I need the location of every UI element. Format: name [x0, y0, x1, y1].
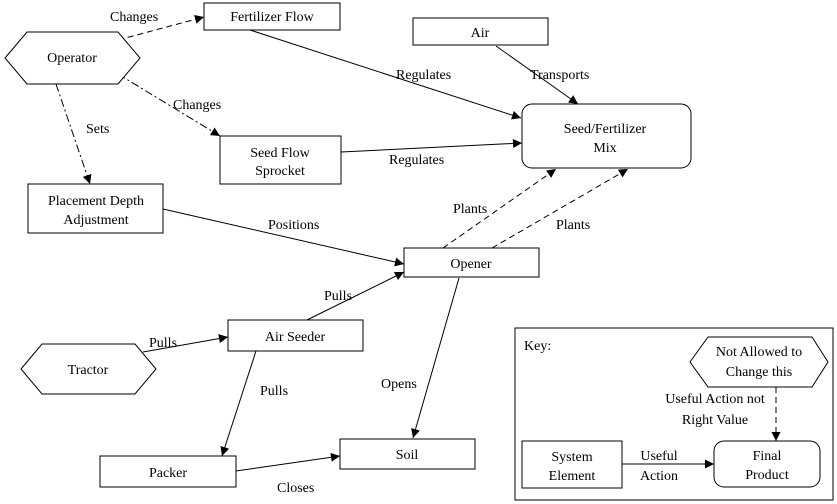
- edge-operator-fertilizer: [117, 14, 205, 41]
- node-packer-label: Packer: [149, 466, 187, 481]
- node-opener-label: Opener: [450, 257, 492, 272]
- edge-opener-soil: [411, 277, 460, 439]
- legend-system-element-line-1: System: [551, 450, 592, 465]
- nodes: Operator Fertilizer Flow Air Seed Flow S…: [4, 2, 692, 488]
- label-seeder-opener: Pulls: [324, 289, 352, 304]
- node-fertilizer-flow-label: Fertilizer Flow: [230, 10, 314, 25]
- node-seed-fertilizer-mix-line-1: Seed/Fertilizer: [564, 122, 647, 137]
- node-air-seeder-label: Air Seeder: [265, 330, 326, 345]
- edge-sprocket-mix: [340, 138, 523, 153]
- node-fertilizer-flow: Fertilizer Flow: [203, 2, 341, 31]
- legend-useful-not-right-line-2: Right Value: [682, 413, 748, 428]
- edge-opener-mix-2: [491, 168, 629, 249]
- edge-air-mix: [495, 45, 579, 105]
- node-soil-label: Soil: [396, 448, 419, 463]
- node-soil: Soil: [339, 438, 476, 470]
- legend-useful-action-line-1: Useful: [640, 449, 677, 464]
- node-operator: Operator: [4, 31, 141, 85]
- node-air-label: Air: [471, 26, 490, 41]
- node-opener: Opener: [403, 247, 540, 278]
- label-depth-opener: Positions: [268, 218, 319, 233]
- node-seed-fertilizer-mix: Seed/Fertilizer Mix: [521, 103, 692, 169]
- node-air-seeder: Air Seeder: [227, 319, 364, 352]
- label-seeder-packer: Pulls: [260, 384, 288, 399]
- label-operator-sprocket: Changes: [173, 98, 221, 113]
- legend-system-element-node: System Element: [521, 440, 623, 489]
- edge-operator-sprocket: [117, 73, 221, 137]
- edge-tractor-seeder: [142, 334, 229, 353]
- label-tractor-seeder: Pulls: [149, 336, 177, 351]
- edge-seeder-packer: [220, 350, 257, 457]
- edge-packer-soil: [235, 452, 341, 472]
- label-opener-soil: Opens: [381, 377, 417, 392]
- edge-depth-opener: [162, 208, 405, 267]
- node-tractor-label: Tractor: [68, 363, 109, 378]
- edge-seeder-opener: [306, 271, 405, 321]
- label-opener-mix-2: Plants: [556, 218, 590, 233]
- edge-opener-mix-1: [442, 168, 557, 249]
- label-air-mix: Transports: [530, 68, 589, 83]
- node-seed-flow-sprocket-line-2: Sprocket: [255, 164, 305, 179]
- node-seed-flow-sprocket-line-1: Seed Flow: [250, 146, 310, 161]
- node-packer: Packer: [99, 455, 237, 488]
- edge-labels: Changes Changes Sets Regulates Transport…: [86, 10, 590, 496]
- label-opener-mix-1: Plants: [453, 202, 487, 217]
- legend-useful-not-right-line-1: Useful Action not: [665, 392, 765, 407]
- legend-not-allowed-line-1: Not Allowed to: [716, 345, 802, 360]
- edges: [55, 14, 629, 472]
- legend-title: Key:: [524, 339, 551, 354]
- label-fertilizer-mix: Regulates: [396, 68, 451, 83]
- label-packer-soil: Closes: [277, 481, 314, 496]
- legend-final-product-node: Final Product: [713, 440, 821, 488]
- label-operator-fertilizer: Changes: [110, 10, 158, 25]
- node-tractor: Tractor: [20, 343, 157, 395]
- edge-operator-depth: [55, 83, 92, 185]
- node-placement-depth-adjustment: Placement Depth Adjustment: [27, 183, 164, 234]
- node-operator-label: Operator: [47, 51, 97, 66]
- legend: Key: Not Allowed to Change this Useful A…: [514, 327, 834, 501]
- node-placement-depth-line-1: Placement Depth: [48, 194, 144, 209]
- legend-system-element-line-2: Element: [549, 469, 596, 484]
- label-operator-depth: Sets: [86, 122, 109, 137]
- legend-final-product-line-1: Final: [753, 449, 782, 464]
- legend-not-allowed-line-2: Change this: [726, 365, 793, 380]
- node-placement-depth-line-2: Adjustment: [63, 213, 128, 228]
- edge-fertilizer-mix: [249, 29, 522, 120]
- label-sprocket-mix: Regulates: [389, 153, 444, 168]
- legend-not-allowed-node: Not Allowed to Change this: [689, 336, 829, 388]
- node-seed-flow-sprocket: Seed Flow Sprocket: [219, 135, 342, 185]
- legend-final-product-line-2: Product: [745, 468, 789, 483]
- legend-useful-action-line-2: Action: [640, 469, 678, 484]
- node-seed-fertilizer-mix-line-2: Mix: [593, 141, 616, 156]
- node-air: Air: [412, 17, 549, 46]
